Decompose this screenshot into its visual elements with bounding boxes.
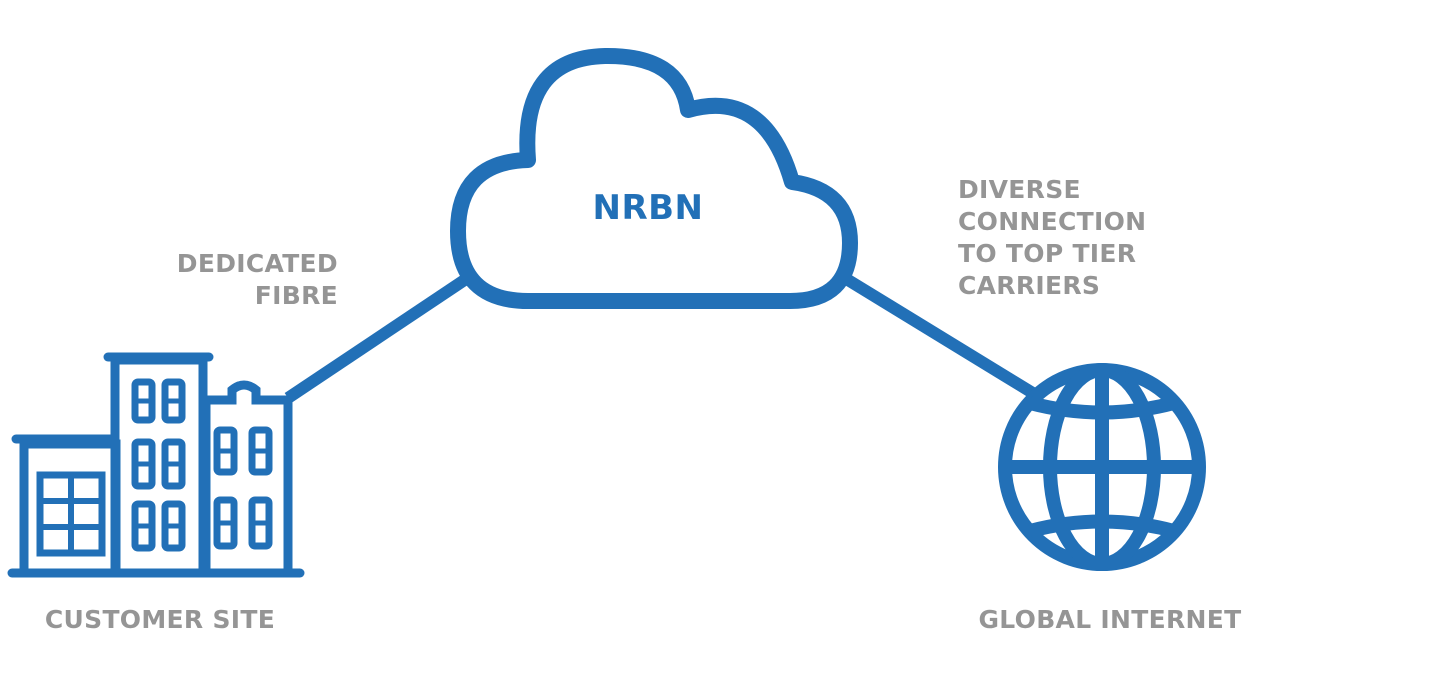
link-label-line: CARRIERS: [958, 271, 1101, 300]
diverse-carrier-link: [844, 274, 1040, 401]
link-label-line: DIVERSE: [958, 175, 1081, 204]
building-icon: [7, 352, 305, 578]
dedicated-fibre-link: [284, 270, 476, 403]
link-label-line: DEDICATED: [176, 249, 338, 278]
customer-site-label: CUSTOMER SITE: [44, 605, 276, 634]
link-label-line: FIBRE: [254, 281, 338, 310]
cloud-label: NRBN: [592, 188, 704, 228]
link-label-line: CONNECTION: [958, 207, 1147, 236]
diverse-connection-label: DIVERSE CONNECTION TO TOP TIER CARRIERS: [958, 174, 1146, 302]
globe-icon: [998, 363, 1206, 571]
link-label-line: TO TOP TIER: [958, 239, 1137, 268]
dedicated-fibre-label: DEDICATED FIBRE: [130, 248, 338, 312]
global-internet-label: GLOBAL INTERNET: [978, 605, 1242, 634]
cloud-icon: [450, 47, 858, 309]
